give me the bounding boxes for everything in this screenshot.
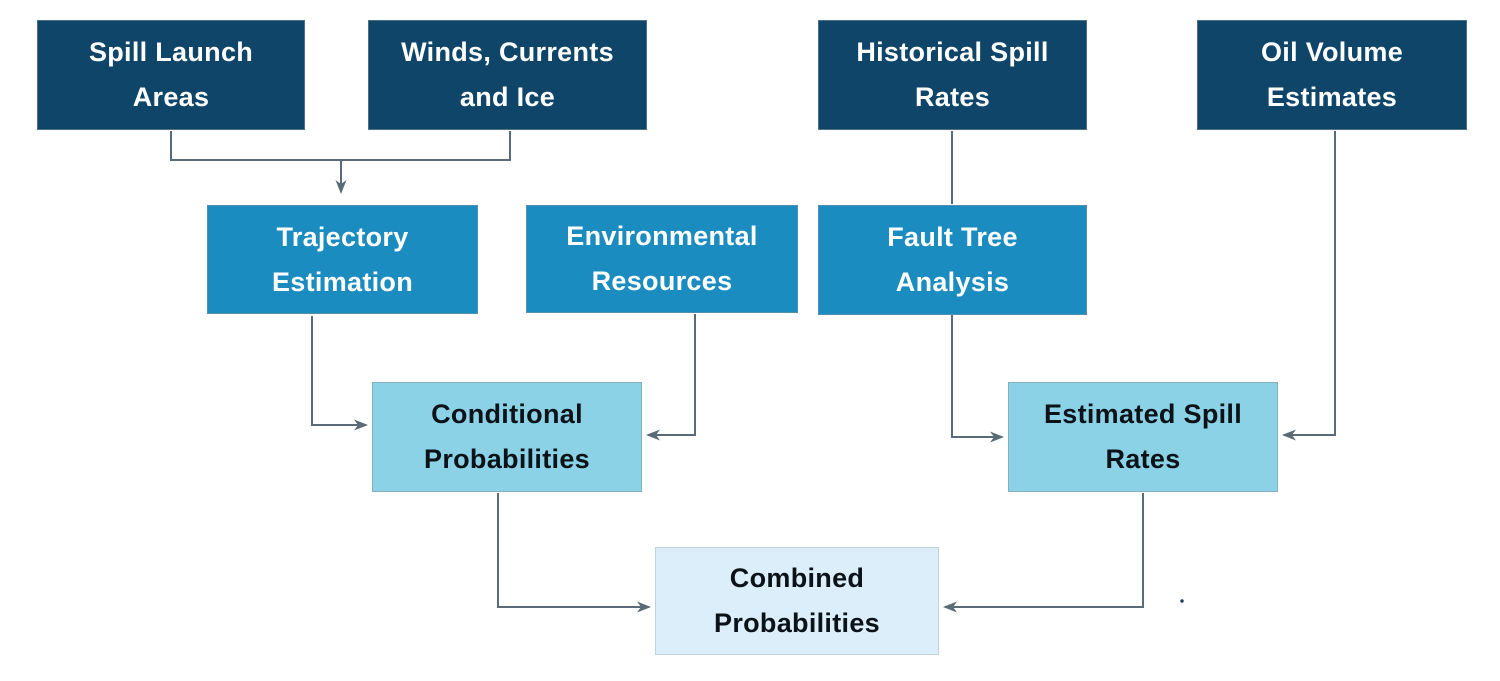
node-combined-probabilities: Combined Probabilities [655, 547, 939, 655]
node-winds-currents-ice: Winds, Currents and Ice [368, 20, 647, 130]
node-label-line: Resources [591, 266, 733, 296]
edge-faulttree-to-estimated [951, 315, 1004, 443]
node-conditional-probabilities: Conditional Probabilities [372, 382, 642, 492]
node-label-line: Fault Tree [887, 222, 1018, 252]
node-label-line: Winds, Currents [401, 37, 614, 67]
node-label-line: Rates [1105, 444, 1181, 474]
node-historical-spill-rates: Historical Spill Rates [818, 20, 1087, 130]
edge-oilvolume-to-estimated [1282, 131, 1336, 441]
edge-merge-bracket [170, 131, 511, 161]
node-label-line: Oil Volume [1260, 37, 1404, 67]
node-environmental-resources: Environmental Resources [526, 205, 798, 313]
node-fault-tree-analysis: Fault Tree Analysis [818, 205, 1087, 315]
stray-dot [1180, 599, 1184, 603]
edge-trajectory-to-conditional [311, 316, 368, 431]
node-label-line: Environmental [566, 221, 758, 251]
edge-environmental-to-conditional [646, 314, 696, 441]
node-oil-volume-estimates: Oil Volume Estimates [1197, 20, 1467, 130]
node-label-line: Probabilities [424, 444, 590, 474]
node-label-line: and Ice [459, 82, 556, 112]
edge-estimated-to-combined [943, 493, 1144, 613]
node-label-line: Conditional [431, 399, 583, 429]
node-estimated-spill-rates: Estimated Spill Rates [1008, 382, 1278, 492]
node-trajectory-estimation: Trajectory Estimation [207, 205, 478, 314]
node-label-line: Estimates [1266, 82, 1398, 112]
node-label-line: Combined [729, 563, 865, 593]
node-label-line: Spill Launch [88, 37, 254, 67]
node-label-line: Analysis [895, 267, 1010, 297]
node-label-line: Historical Spill [856, 37, 1049, 67]
node-label-line: Estimation [271, 266, 414, 297]
node-label-line: Probabilities [714, 608, 880, 638]
node-label-line: Rates [914, 82, 991, 112]
node-label-line: Trajectory [276, 221, 409, 252]
edge-conditional-to-combined [497, 493, 651, 613]
node-label-line: Estimated Spill [1043, 399, 1243, 429]
node-label-line: Areas [132, 82, 210, 112]
node-spill-launch-areas: Spill Launch Areas [37, 20, 305, 130]
